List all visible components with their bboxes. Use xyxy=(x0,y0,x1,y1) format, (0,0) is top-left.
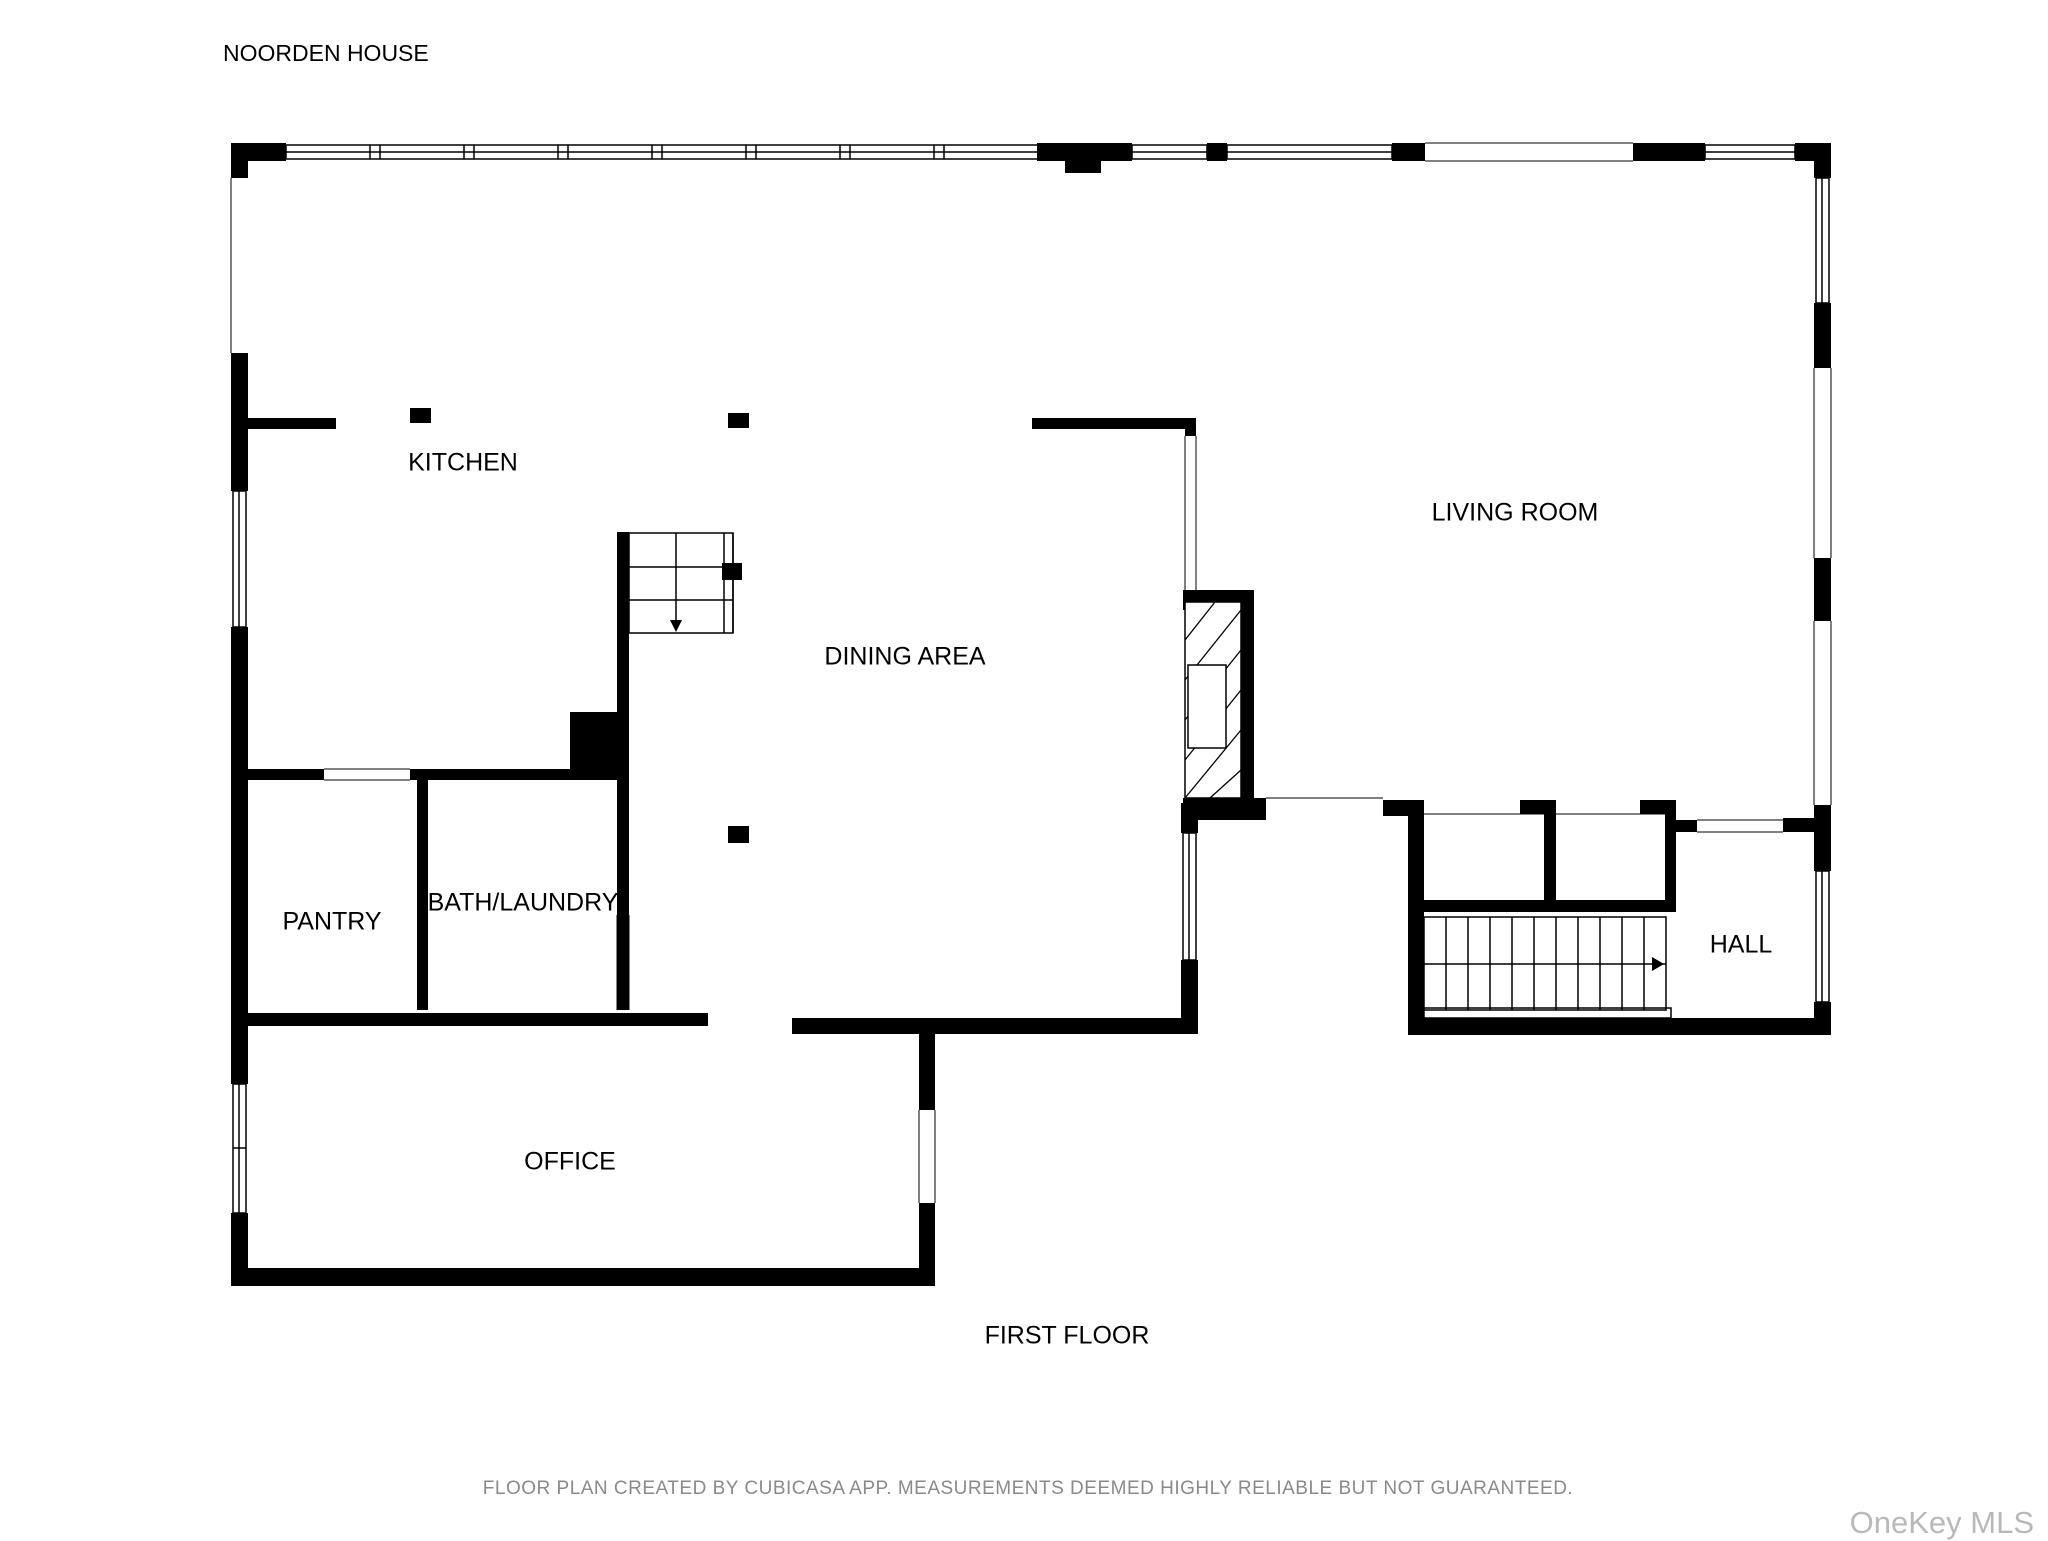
room-label-office: OFFICE xyxy=(524,1147,616,1176)
stair-arrow-right-icon xyxy=(1652,957,1664,971)
openings xyxy=(230,142,1832,1203)
room-label-dining-area: DINING AREA xyxy=(824,642,986,671)
exterior-walls xyxy=(231,143,1831,1286)
room-label-hall: HALL xyxy=(1709,930,1773,959)
room-label-pantry: PANTRY xyxy=(282,907,382,936)
interior-walls xyxy=(248,408,1831,1035)
fireplace xyxy=(1184,601,1242,799)
floor-label: FIRST FLOOR xyxy=(984,1321,1150,1350)
kitchen-staircase xyxy=(628,532,734,634)
hall-staircase xyxy=(1423,916,1672,1019)
windows xyxy=(232,144,1830,1285)
room-label-kitchen: KITCHEN xyxy=(408,448,518,477)
disclaimer-text: FLOOR PLAN CREATED BY CUBICASA APP. MEAS… xyxy=(482,1478,1574,1499)
room-label-bath-laundry: BATH/LAUNDRY xyxy=(427,888,619,917)
room-label-living-room: LIVING ROOM xyxy=(1431,498,1599,527)
plan-title: NOORDEN HOUSE xyxy=(223,40,429,66)
watermark: OneKey MLS xyxy=(1849,1505,2034,1540)
stair-arrow-down-icon xyxy=(670,620,682,632)
